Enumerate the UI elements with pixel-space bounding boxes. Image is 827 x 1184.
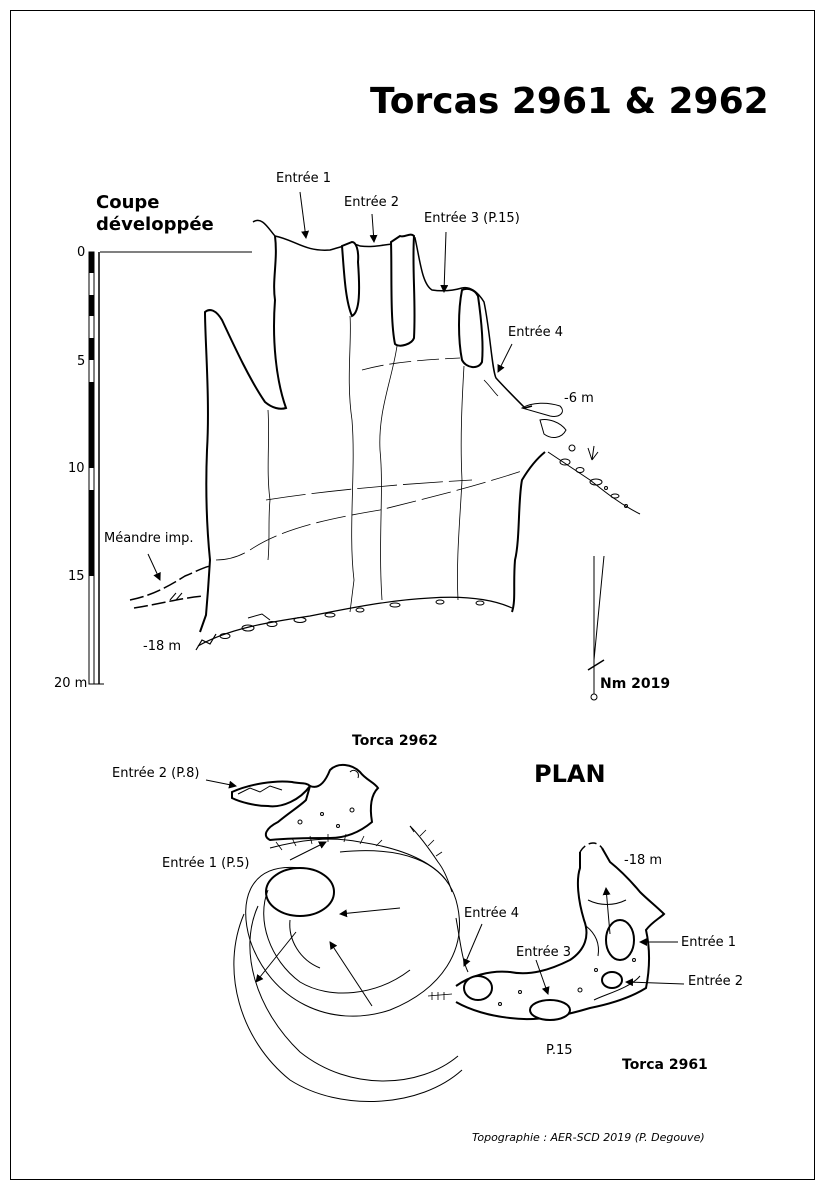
label-entree-4: Entrée 4 [508, 325, 564, 340]
section-arrows [147, 191, 513, 581]
section-heading: Coupe développée [96, 192, 214, 235]
label-entree-2: Entrée 2 [344, 195, 400, 210]
label-depth-18m: -18 m [143, 639, 182, 654]
section-heading-line1: Coupe [96, 192, 160, 213]
label-torca-2962: Torca 2962 [352, 733, 438, 749]
label-entree-1: Entrée 1 [276, 171, 332, 186]
north-arrow [587, 555, 605, 701]
label-torca-2961: Torca 2961 [622, 1057, 708, 1073]
scale-tick-5: 5 [77, 354, 86, 369]
plan-label-entree-4: Entrée 4 [464, 906, 520, 921]
scale-tick-15: 15 [68, 569, 85, 584]
page-frame [10, 10, 815, 1180]
plan-arrows [205, 779, 685, 1007]
label-meandre: Méandre imp. [104, 531, 194, 546]
floor-rubble [195, 402, 641, 651]
plan-label-entree-2: Entrée 2 [688, 974, 744, 989]
plan-label-entree-3: Entrée 3 [516, 945, 572, 960]
scale-tick-10: 10 [68, 461, 85, 476]
credit-line: Topographie : AER-SCD 2019 (P. Degouve) [472, 1131, 705, 1144]
plan-label-entree-1-p5: Entrée 1 (P.5) [162, 856, 250, 871]
plan-heading: PLAN [534, 760, 606, 788]
scale-tick-20: 20 m [54, 676, 88, 691]
scale-tick-0: 0 [77, 245, 86, 260]
plan-label-entree-2-p8: Entrée 2 (P.8) [112, 766, 200, 781]
plan-doline-contours [233, 825, 463, 1102]
label-entree-3: Entrée 3 (P.15) [424, 211, 520, 226]
cave-section-outline [129, 219, 546, 633]
north-label: Nm 2019 [600, 676, 671, 692]
plan-torca-2962 [231, 764, 380, 842]
page-title: Torcas 2961 & 2962 [370, 81, 769, 122]
plan-label-p15: P.15 [546, 1043, 573, 1058]
plan-torca-2961 [427, 842, 666, 1021]
plan-label-depth-18m: -18 m [624, 853, 663, 868]
label-depth-6m: -6 m [564, 391, 594, 406]
depth-scale-bar [88, 251, 252, 685]
section-heading-line2: développée [96, 213, 214, 235]
plan-label-entree-1: Entrée 1 [681, 935, 737, 950]
